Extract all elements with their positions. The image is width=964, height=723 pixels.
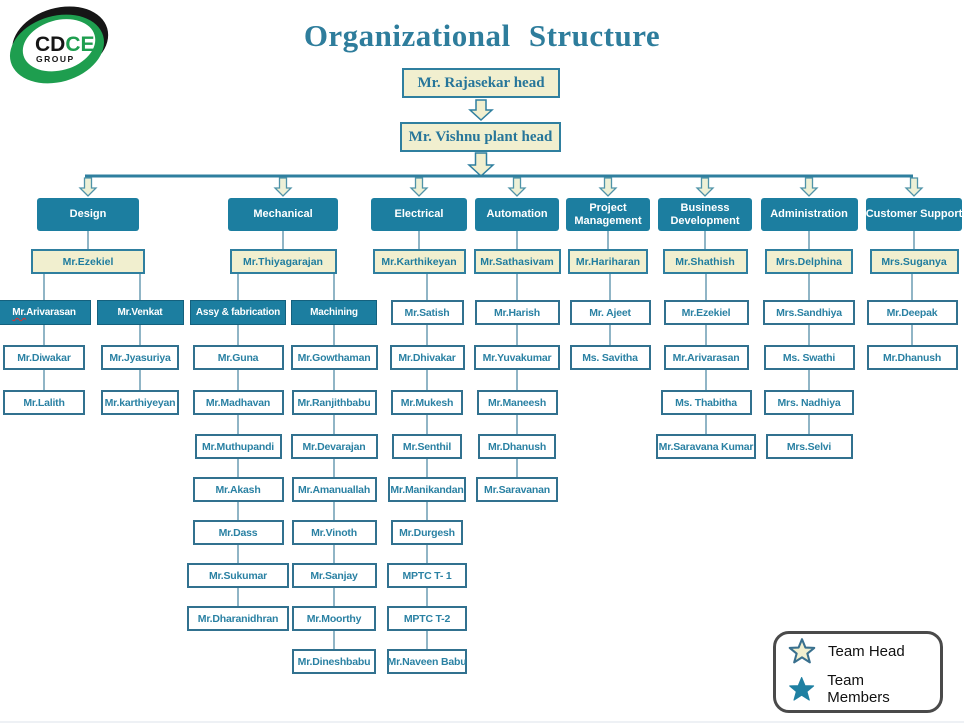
head-mr-karthikeyan: Mr.Karthikeyan	[372, 249, 466, 274]
member-mr-ranjithbabu: Mr.Ranjithbabu	[291, 390, 377, 415]
head-mrs-delphina: Mrs.Delphina	[765, 249, 853, 274]
member-mr-manikandan: Mr.Manikandan	[388, 477, 466, 502]
down-arrow-icon	[598, 177, 618, 197]
down-arrow-icon	[904, 177, 924, 197]
member-mr-deepak: Mr.Deepak	[866, 300, 958, 325]
lead-machining: Machining	[291, 300, 377, 325]
dept-automation: Automation	[475, 198, 559, 231]
dept-business-development: Business Development	[658, 198, 752, 231]
cdce-group-logo: CDCE GROUP	[9, 6, 109, 84]
down-arrow-icon	[467, 152, 495, 178]
member-mr-ajeet: Mr. Ajeet	[569, 300, 651, 325]
member-mr-sukumar: Mr.Sukumar	[187, 563, 289, 588]
member-mr-dass: Mr.Dass	[192, 520, 284, 545]
legend-item-team-members: Team Members	[788, 672, 928, 706]
legend: Team Head Team Members	[773, 631, 943, 713]
member-mrs-selvi: Mrs.Selvi	[765, 434, 853, 459]
member-mr-moorthy: Mr.Moorthy	[292, 606, 376, 631]
member-mr-saravanan: Mr.Saravanan	[476, 477, 558, 502]
lead-name-text: Arivarasan	[26, 307, 76, 318]
down-arrow-icon	[799, 177, 819, 197]
dept-project-management: Project Management	[566, 198, 650, 231]
member-mr-saravana-kumar: Mr.Saravana Kumar	[656, 434, 756, 459]
team-head-star-icon	[788, 638, 816, 664]
member-mr-dineshbabu: Mr.Dineshbabu	[292, 649, 376, 674]
logo-subtext: GROUP	[36, 54, 75, 64]
head-mr-sathasivam: Mr.Sathasivam	[473, 249, 561, 274]
member-mr-arivarasan: Mr.Arivarasan	[663, 345, 749, 370]
head-mr-hariharan: Mr.Hariharan	[568, 249, 648, 274]
down-arrow-icon	[695, 177, 715, 197]
down-arrow-icon	[507, 177, 527, 197]
legend-label-team-members: Team Members	[827, 672, 890, 706]
member-ms-thabitha: Ms. Thabitha	[660, 390, 752, 415]
member-mr-akash: Mr.Akash	[192, 477, 284, 502]
dept-electrical: Electrical	[371, 198, 467, 231]
head-mr-shathish: Mr.Shathish	[662, 249, 748, 274]
head-mrs-suganya: Mrs.Suganya	[869, 249, 959, 274]
member-mrs-sandhiya: Mrs.Sandhiya	[763, 300, 855, 325]
member-mr-satish: Mr.Satish	[390, 300, 464, 325]
member-mr-vinoth: Mr.Vinoth	[291, 520, 377, 545]
dept-administration: Administration	[760, 198, 858, 231]
member-mrs-nadhiya: Mrs. Nadhiya	[764, 390, 854, 415]
legend-item-team-head: Team Head	[788, 638, 928, 665]
team-members-star-icon	[789, 676, 815, 701]
member-mr-dharanidhran: Mr.Dharanidhran	[187, 606, 289, 631]
member-mr-dhanush: Mr.Dhanush	[478, 434, 556, 459]
member-mr-dhanush: Mr.Dhanush	[866, 345, 958, 370]
dept-customer-support: Customer Support	[866, 198, 962, 231]
down-arrow-icon	[468, 99, 494, 122]
member-ms-savitha: Ms. Savitha	[569, 345, 651, 370]
node-vishnu-plant-head: Mr. Vishnu plant head	[400, 122, 561, 152]
node-rajasekar-head: Mr. Rajasekar head	[402, 68, 560, 98]
logo-text: CDCE	[35, 33, 95, 56]
member-mr-senthil: Mr.Senthil	[392, 434, 462, 459]
down-arrow-icon	[273, 177, 293, 197]
member-mr-muthupandi: Mr.Muthupandi	[194, 434, 282, 459]
member-mr-karthiyeyan: Mr.karthiyeyan	[101, 390, 179, 415]
member-mr-madhavan: Mr.Madhavan	[192, 390, 284, 415]
lead-assy-fabrication: Assy & fabrication	[190, 300, 286, 325]
member-mr-gowthaman: Mr.Gowthaman	[290, 345, 378, 370]
member-mr-jyasuriya: Mr.Jyasuriya	[101, 345, 179, 370]
misspelled-text: Mr.	[12, 307, 27, 318]
member-mr-harish: Mr.Harish	[474, 300, 560, 325]
member-mr-dhivakar: Mr.Dhivakar	[389, 345, 465, 370]
legend-label-team-head: Team Head	[828, 643, 905, 660]
lead-mr-venkat: Mr.Venkat	[96, 300, 184, 325]
member-mr-maneesh: Mr.Maneesh	[476, 390, 558, 415]
member-mr-guna: Mr.Guna	[192, 345, 284, 370]
member-mr-ezekiel: Mr.Ezekiel	[663, 300, 749, 325]
member-ms-swathi: Ms. Swathi	[763, 345, 855, 370]
member-mr-yuvakumar: Mr.Yuvakumar	[474, 345, 560, 370]
lead-mr-arivarasan: Mr. Arivarasan	[0, 300, 91, 325]
member-mr-lalith: Mr.Lalith	[3, 390, 85, 415]
dept-mechanical: Mechanical	[228, 198, 338, 231]
member-mr-devarajan: Mr.Devarajan	[290, 434, 378, 459]
head-mr-thiyagarajan: Mr.Thiyagarajan	[229, 249, 337, 274]
head-mr-ezekiel: Mr.Ezekiel	[31, 249, 145, 274]
member-mptc-t-2: MPTC T-2	[387, 606, 467, 631]
member-mr-durgesh: Mr.Durgesh	[391, 520, 463, 545]
down-arrow-icon	[78, 177, 98, 197]
down-arrow-icon	[409, 177, 429, 197]
member-mptc-t-1: MPTC T- 1	[387, 563, 467, 588]
member-mr-diwakar: Mr.Diwakar	[3, 345, 85, 370]
member-mr-amanuallah: Mr.Amanuallah	[291, 477, 377, 502]
member-mr-mukesh: Mr.Mukesh	[391, 390, 463, 415]
dept-design: Design	[37, 198, 139, 231]
member-mr-naveen-babu: Mr.Naveen Babu	[387, 649, 467, 674]
member-mr-sanjay: Mr.Sanjay	[291, 563, 377, 588]
page-title: Organizational Structure	[303, 18, 661, 53]
